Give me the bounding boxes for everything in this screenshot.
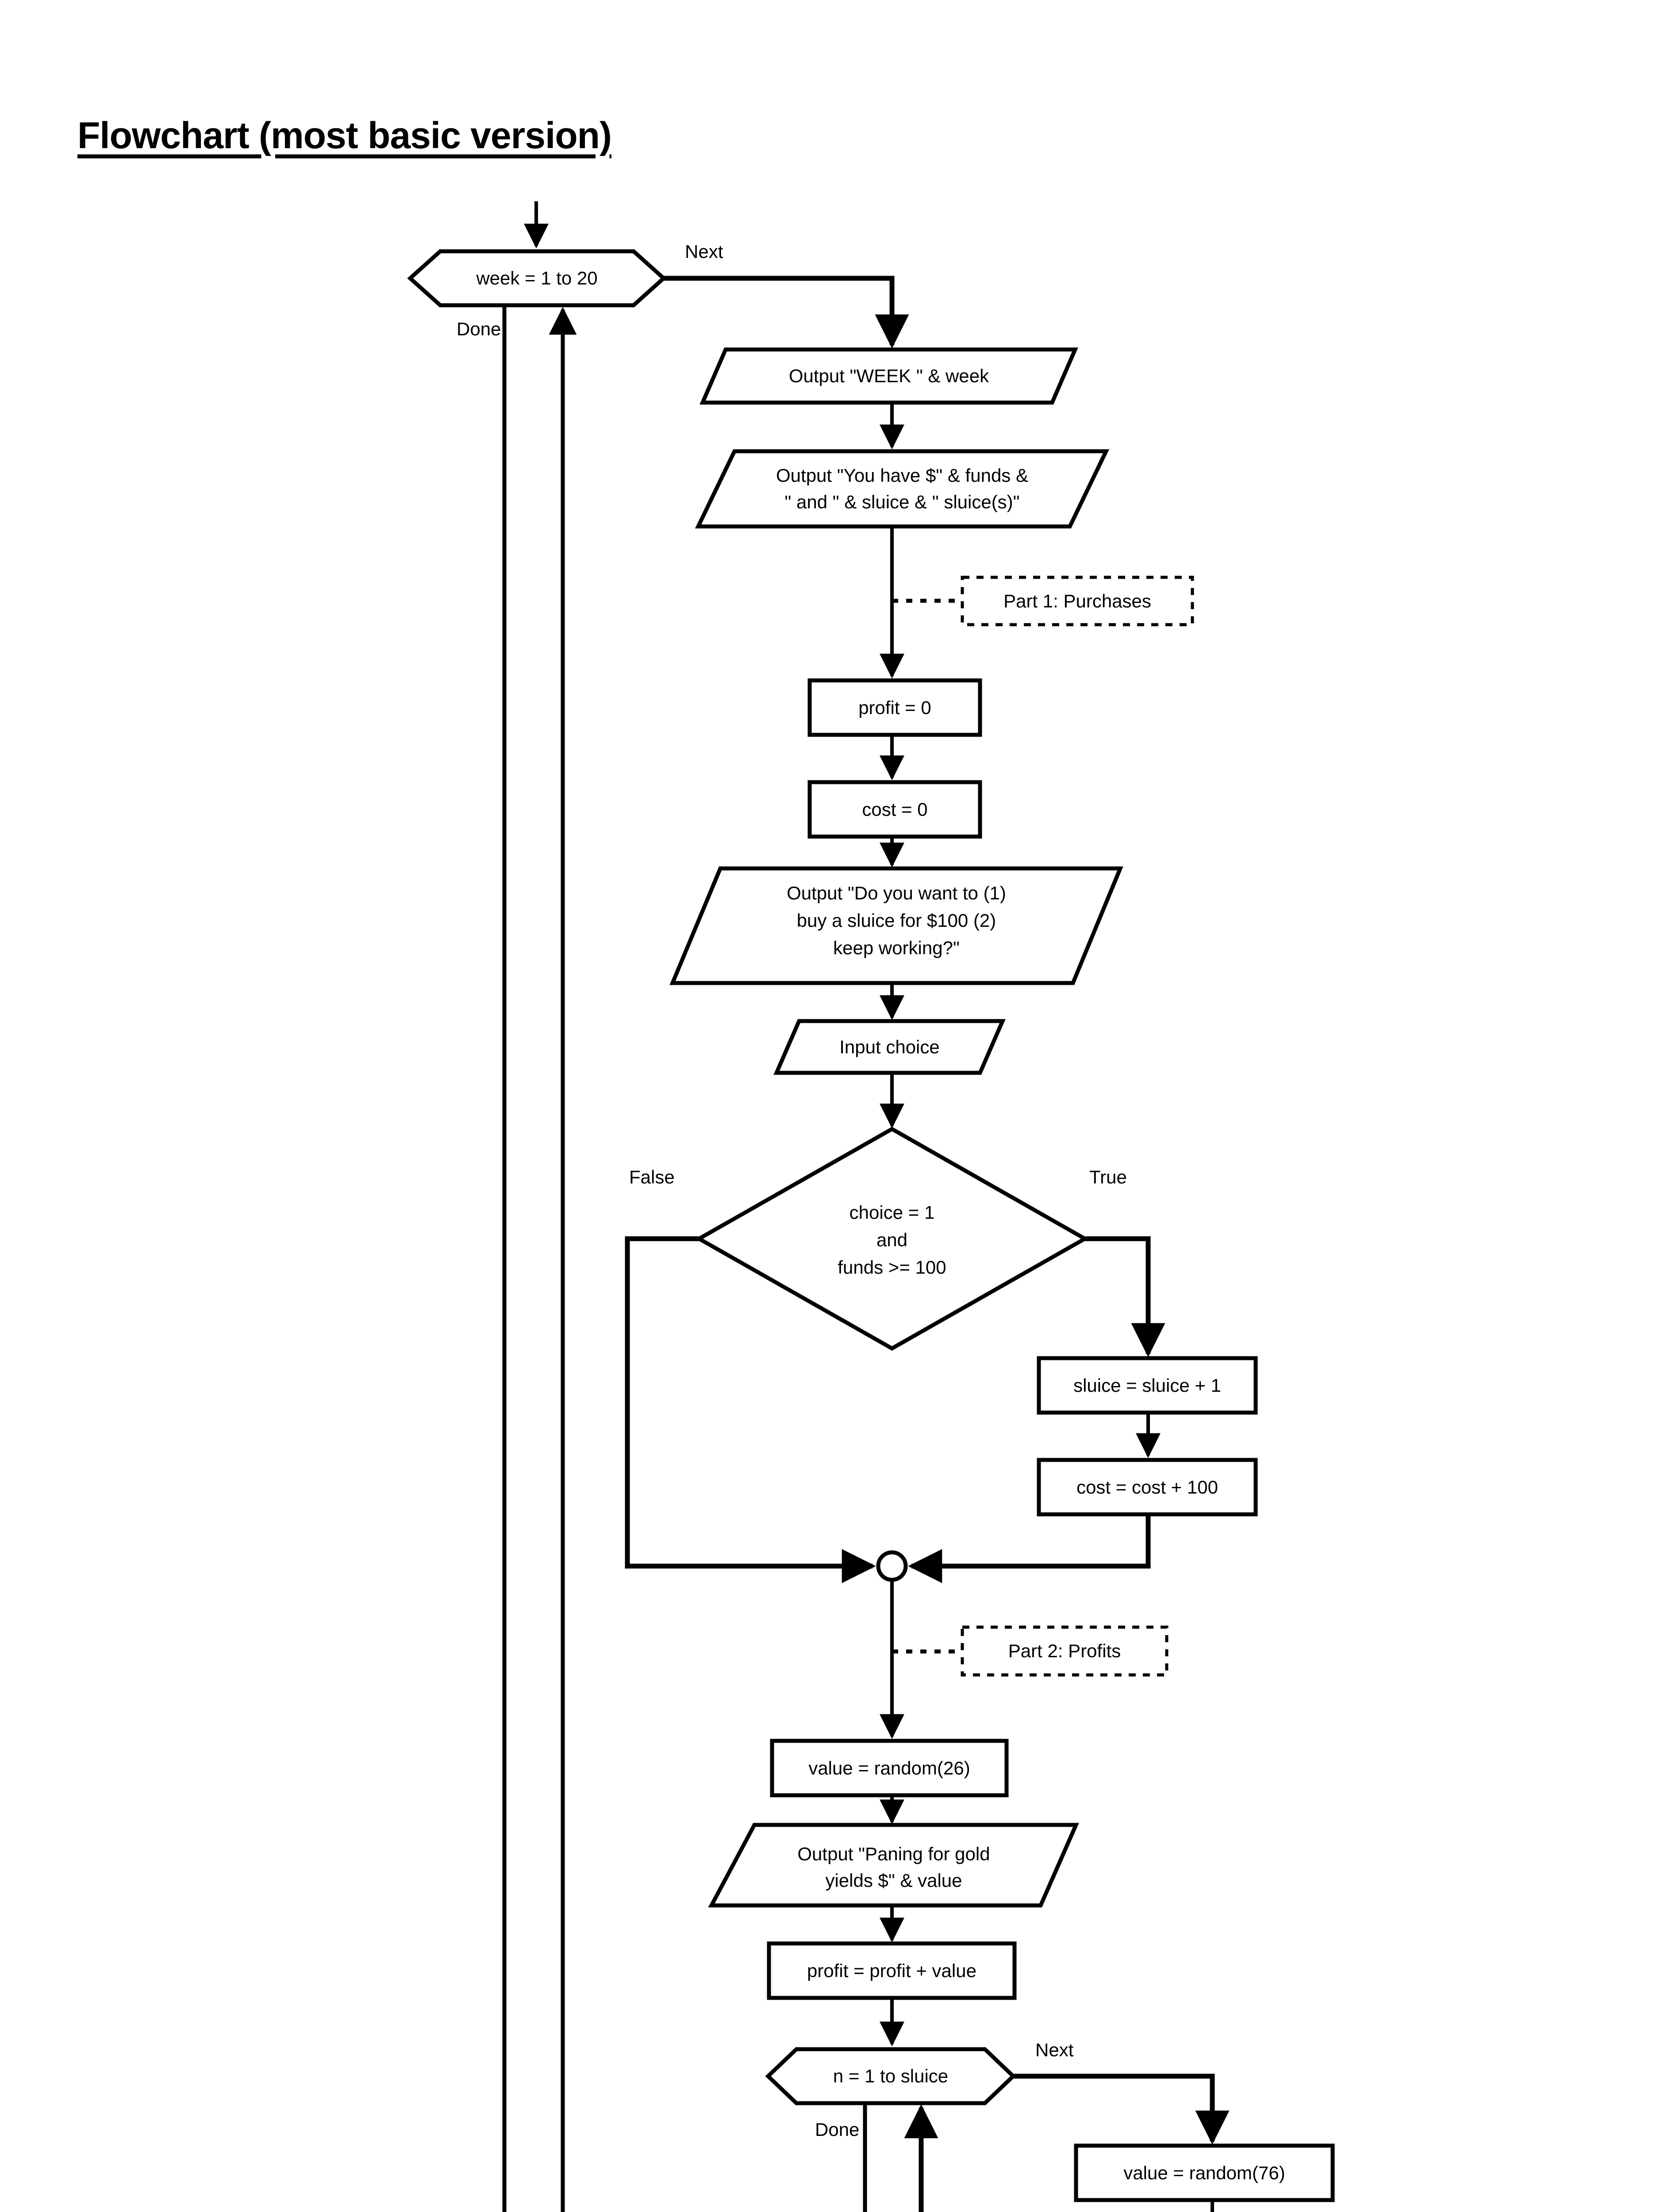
edge-decision-false (625, 1236, 876, 1583)
shape-output-pan (708, 1823, 1079, 1908)
edge-outer-next (664, 276, 909, 349)
shape-cost-inc (1037, 1458, 1258, 1517)
edge-label-outer-next: Next (685, 241, 723, 262)
note-label-part1: Part 1: Purchases (1003, 590, 1151, 611)
edge-label-outer-done: Done (457, 319, 501, 339)
shape-outer-loop (407, 249, 667, 307)
shape-output-menu (669, 866, 1123, 985)
shape-decision-buy (695, 1126, 1089, 1351)
edge-label-inner-done: Done (815, 2119, 860, 2140)
edge-label-decision-false: False (629, 1167, 675, 1187)
note-label-part2: Part 2: Profits (1008, 1640, 1121, 1661)
note-box-part1 (961, 576, 1194, 626)
note-box-part2 (961, 1625, 1168, 1677)
shape-profit-add-1 (767, 1941, 1017, 2000)
shape-sluice-inc (1037, 1356, 1258, 1415)
shape-output-week (700, 347, 1078, 405)
shape-merge-connector (876, 1550, 908, 1582)
edge-label-inner-next: Next (1035, 2039, 1074, 2060)
shape-profit-zero (807, 678, 982, 737)
edge-decision-true (1085, 1236, 1165, 1357)
shape-value-76 (1074, 2143, 1335, 2202)
edge-costinc-to-merge (908, 1514, 1151, 1583)
edge-inner-next (1013, 2074, 1230, 2145)
shape-value-26 (770, 1739, 1009, 1797)
shape-cost-zero (807, 780, 982, 839)
shape-inner-loop (765, 2047, 1016, 2105)
shape-input-choice (773, 1019, 1006, 1075)
shape-output-funds (695, 449, 1110, 529)
edge-label-decision-true: True (1089, 1167, 1127, 1187)
edge-inner-return (904, 2104, 938, 2212)
page-title: Flowchart (most basic version) (77, 115, 612, 156)
